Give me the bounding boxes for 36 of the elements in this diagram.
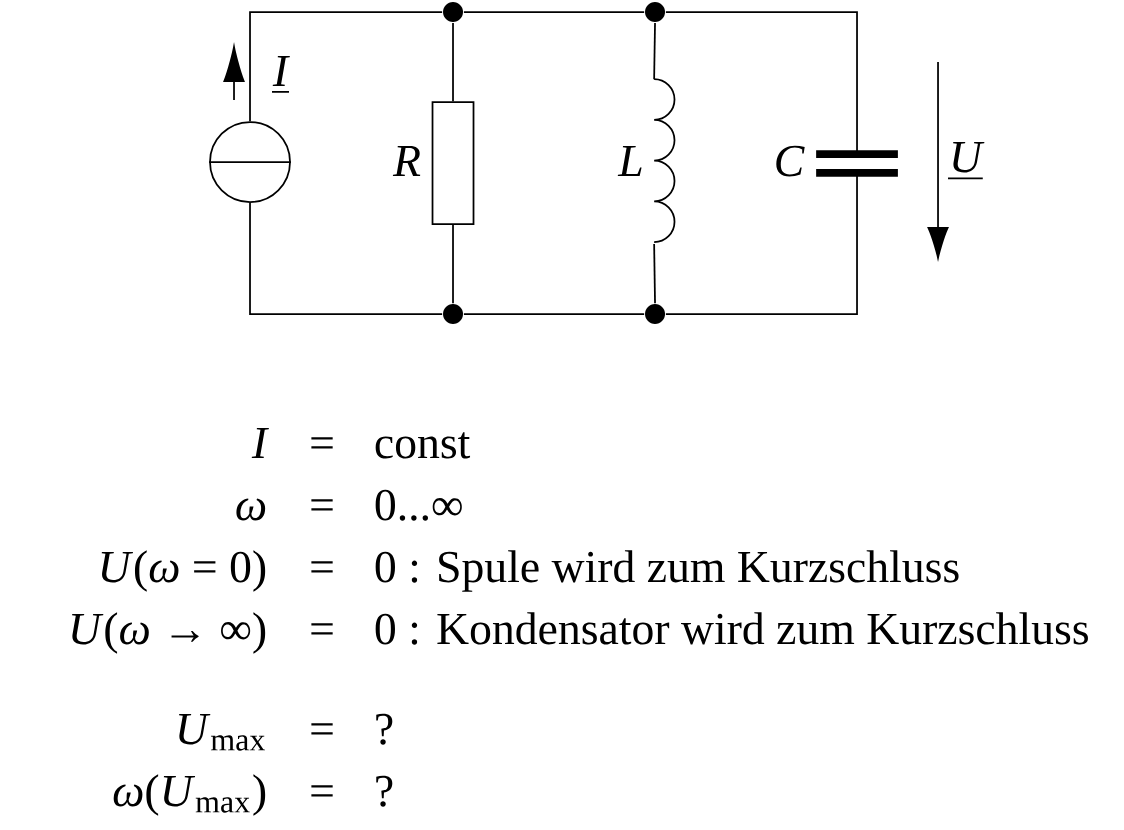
wire xyxy=(463,11,645,13)
equation-text: 0 : Kondensator wird zum Kurzschluss xyxy=(375,612,1088,645)
wire xyxy=(463,313,645,315)
wire xyxy=(249,202,443,315)
current-label: I xyxy=(271,56,290,93)
equals-sign: = xyxy=(311,437,333,449)
equation-text: 0 : Spule wird zum Kurzschluss xyxy=(375,550,959,592)
equation-text: ? xyxy=(376,775,393,807)
junction-dot xyxy=(645,304,665,324)
component-label: L xyxy=(617,146,642,176)
voltage-label: U xyxy=(947,142,985,180)
junction-dot xyxy=(443,2,463,22)
junction-dot xyxy=(443,304,463,324)
equation-text: U(ω → ∞) xyxy=(72,612,266,654)
equals-sign: = xyxy=(311,623,333,635)
wire xyxy=(452,22,454,102)
equation-text: ? xyxy=(376,713,393,745)
equation-text: I xyxy=(251,428,269,458)
equals-sign: = xyxy=(311,723,333,735)
current-source-symbol xyxy=(208,121,292,203)
equation-text: U$_{max}$ xyxy=(179,714,265,751)
equation-text: ω xyxy=(236,498,266,521)
equation-text: U(ω = 0) xyxy=(101,550,266,592)
component-label: R xyxy=(392,146,421,176)
wire xyxy=(249,11,443,122)
equals-sign: = xyxy=(311,785,333,797)
wire xyxy=(653,243,656,304)
wire xyxy=(653,22,656,80)
junction-dot xyxy=(645,2,665,22)
component-label: C xyxy=(776,145,805,177)
equation-text: ω(U$_{max}$) xyxy=(113,774,266,816)
wire xyxy=(452,224,454,304)
equation-text: 0...∞ xyxy=(375,489,462,521)
equals-sign: = xyxy=(311,499,333,511)
equation-text: const xyxy=(375,432,471,459)
equals-sign: = xyxy=(311,561,333,573)
